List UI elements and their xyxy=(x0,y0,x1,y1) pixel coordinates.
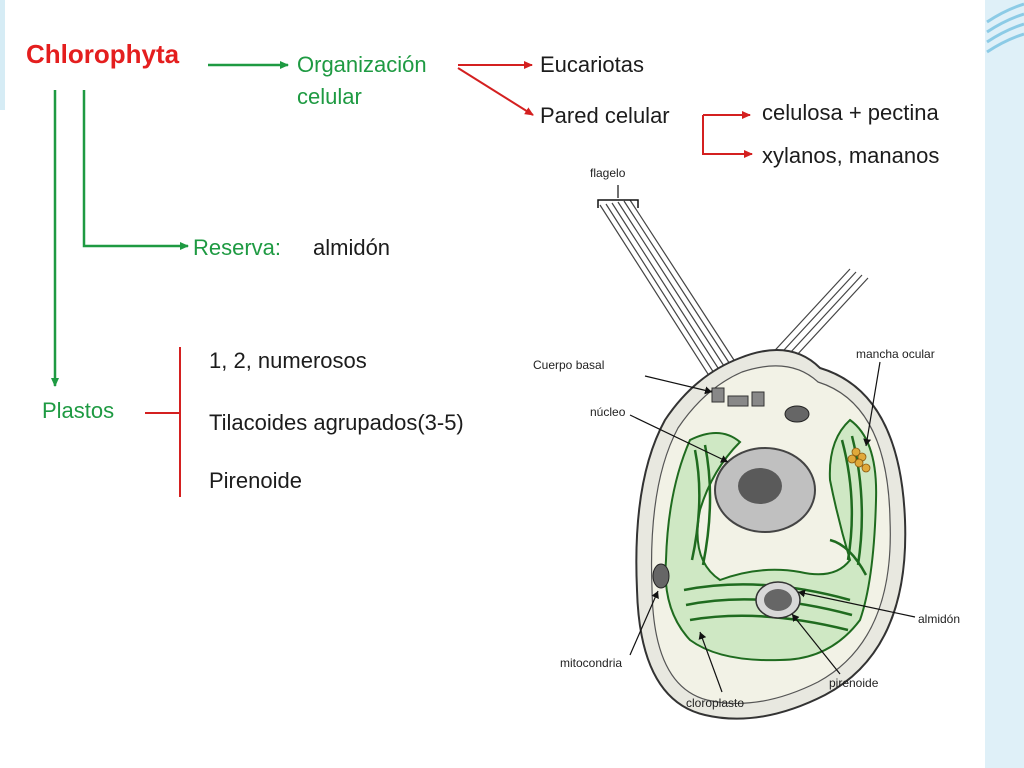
leader-lines xyxy=(629,361,916,693)
label-flagelo: flagelo xyxy=(590,166,626,180)
label-pirenoide: pirenoide xyxy=(829,676,879,690)
flagellum-left xyxy=(599,199,746,386)
wave-stripes-decoration xyxy=(986,2,1024,54)
pyrenoid-core xyxy=(764,589,792,611)
eyespot xyxy=(847,447,871,473)
cell-illustration xyxy=(597,185,916,720)
label-cuerpo-basal: Cuerpo basal xyxy=(533,358,605,372)
label-nucleo: núcleo xyxy=(590,405,626,419)
plastos-item: 1, 2, numerosos xyxy=(209,348,367,373)
slide-decoration-right xyxy=(985,0,1024,768)
slide-decoration-left xyxy=(0,0,5,110)
basal-bodies xyxy=(711,387,765,407)
pared-item-celulosa: celulosa + pectina xyxy=(762,100,939,125)
nucleolus xyxy=(738,468,782,504)
page-title: Chlorophyta xyxy=(26,39,180,69)
concept-diagram xyxy=(51,61,916,720)
label-cloroplasto: cloroplasto xyxy=(686,696,745,710)
red-connectors xyxy=(145,61,753,497)
eucariotas-label: Eucariotas xyxy=(540,52,644,77)
plastos-item: Tilacoides agrupados(3-5) xyxy=(209,410,464,435)
arrow-xylanos xyxy=(702,115,753,158)
arrow-pared xyxy=(457,67,534,116)
organizacion-line1: Organización xyxy=(297,52,427,77)
label-mitocondria: mitocondria xyxy=(560,656,623,670)
flagelo-bracket xyxy=(597,199,639,208)
arrow-reserva xyxy=(82,90,189,250)
pared-celular-label: Pared celular xyxy=(540,103,670,128)
label-mancha-ocular: mancha ocular xyxy=(856,347,935,361)
green-connectors xyxy=(51,61,289,387)
thylakoids xyxy=(683,435,868,632)
pared-item-xylanos: xylanos, mananos xyxy=(762,143,940,168)
reserva-value: almidón xyxy=(313,235,391,260)
mitochondrion-top xyxy=(784,405,810,423)
mitochondrion-left xyxy=(652,563,670,589)
label-almidon: almidón xyxy=(918,612,961,626)
plastos-label: Plastos xyxy=(42,398,115,423)
reserva-label: Reserva: xyxy=(193,235,282,260)
organizacion-line2: celular xyxy=(297,84,362,109)
plastos-item: Pirenoide xyxy=(209,468,302,493)
